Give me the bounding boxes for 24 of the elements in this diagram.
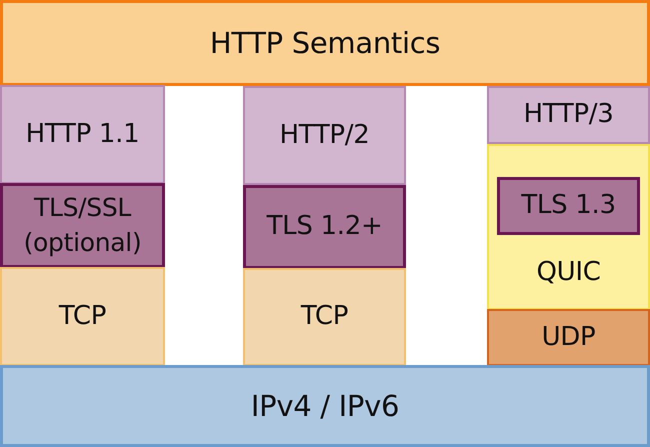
protocol-layer-box [0,85,165,184]
protocol-layer-box [243,86,406,185]
layer-label: IPv4 / IPv6 [250,388,400,425]
protocol-layer-box [497,177,640,235]
protocol-layer-box [0,0,650,86]
layer-label: TLS 1.2+ [266,210,382,244]
layer-label: TCP [58,300,106,333]
layer-label: TLS 1.3 [521,189,616,222]
layer-label: HTTP 1.1 [26,118,140,151]
protocol-layer-box [0,183,165,268]
layer-label: TCP [300,300,348,334]
layer-label: UDP [542,320,596,354]
protocol-layer-box [487,144,650,310]
layer-label: QUIC [536,256,601,290]
protocol-layer-box [0,267,165,366]
protocol-layer-box [487,309,650,366]
protocol-layer-box [243,268,406,366]
protocol-layer-box [243,185,406,269]
layer-label: HTTP/3 [523,98,614,132]
layer-label: HTTP Semantics [210,24,440,62]
layer-label: TLS/SSL (optional) [22,192,142,258]
protocol-layer-box [0,365,650,447]
protocol-layer-box [487,86,650,144]
layer-label: HTTP/2 [279,118,370,152]
